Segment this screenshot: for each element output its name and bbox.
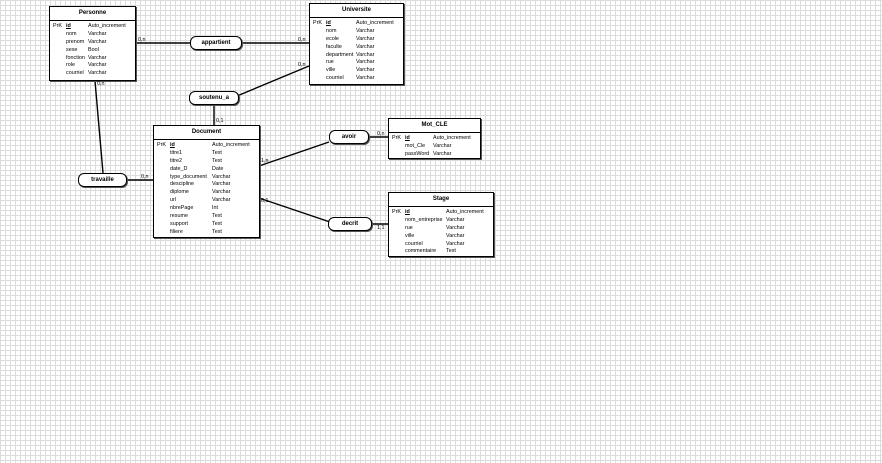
cardinality-label: 0,n <box>298 62 306 68</box>
cardinality-label: 1,1 <box>377 225 385 231</box>
cardinality-label: 0,n <box>298 37 306 43</box>
association-soutenu-a[interactable]: soutenu_a <box>189 91 239 105</box>
association-decrit[interactable]: decrit <box>328 217 372 231</box>
entity-title: Document <box>154 126 259 140</box>
entity-title: Stage <box>389 193 493 207</box>
cardinality-label: 0,1 <box>216 118 224 124</box>
link-document-avoir <box>258 141 330 167</box>
cardinality-label: 0,n <box>141 174 149 180</box>
entity-title: Personne <box>50 7 135 21</box>
cardinality-label: 0,n <box>138 37 146 43</box>
association-avoir[interactable]: avoir <box>329 130 369 144</box>
association-appartient[interactable]: appartient <box>190 36 242 50</box>
association-travaille[interactable]: travaille <box>78 173 127 187</box>
entity-title: Mot_CLE <box>389 119 480 133</box>
cardinality-label: 1,n <box>261 158 269 164</box>
entity-title: Universite <box>310 4 403 18</box>
cardinality-label: 0,1 <box>261 198 269 204</box>
cardinality-label: 0,n <box>97 81 105 87</box>
cardinality-label: 0,n <box>377 131 385 137</box>
link-personne-travaille <box>94 80 104 174</box>
link-document-decrit <box>258 197 331 223</box>
link-universite-soutenu <box>236 65 310 97</box>
